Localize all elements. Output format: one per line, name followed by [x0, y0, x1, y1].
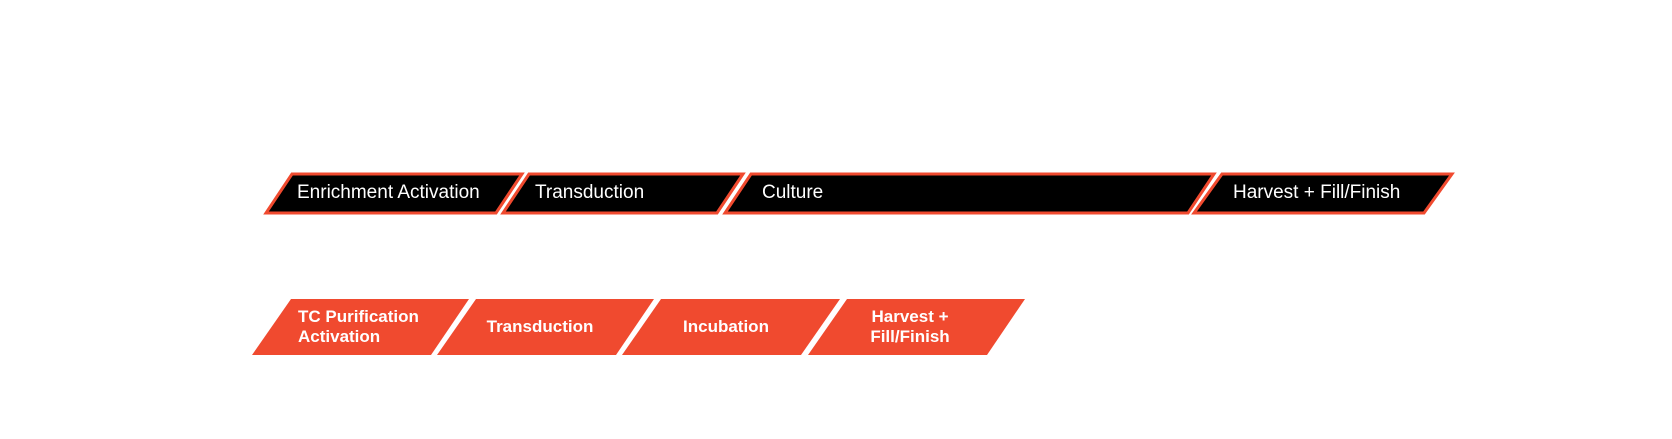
- stage-label-incubation: Incubation: [656, 317, 796, 337]
- stage-label-enrichment-activation: Enrichment Activation: [297, 182, 480, 203]
- stage-shape-incubation: [622, 299, 840, 355]
- stage-shape-harvest-fill-finish-2: [808, 299, 1025, 355]
- stage-label-line: Activation: [298, 327, 381, 346]
- stage-label-transduction-2: Transduction: [470, 317, 610, 337]
- stage-label-line: Transduction: [486, 317, 594, 336]
- stage-label-line: Harvest +: [871, 307, 949, 326]
- stage-shape-tc-purification-activation: [252, 299, 469, 355]
- stage-label-line: Incubation: [683, 317, 769, 336]
- stage-label-harvest-fill-finish-2: Harvest + Fill/Finish: [840, 307, 980, 347]
- stage-label-line: TC Purification: [298, 307, 419, 326]
- stage-label-harvest-fill-finish: Harvest + Fill/Finish: [1233, 182, 1401, 203]
- stage-shape-transduction: [500, 172, 746, 215]
- new-process-row: [252, 299, 1025, 355]
- stage-label-transduction: Transduction: [535, 182, 645, 203]
- stage-shape-culture: [722, 172, 1217, 215]
- stage-label-line: Fill/Finish: [870, 327, 950, 346]
- stage-shape-harvest-fill-finish: [1191, 172, 1455, 215]
- current-process-row: [263, 172, 1455, 215]
- stage-shape-transduction-2: [437, 299, 654, 355]
- stage-label-tc-purification-activation: TC Purification Activation: [298, 307, 419, 347]
- stage-label-culture: Culture: [762, 182, 824, 203]
- stage-shape-enrichment-activation: [263, 172, 525, 215]
